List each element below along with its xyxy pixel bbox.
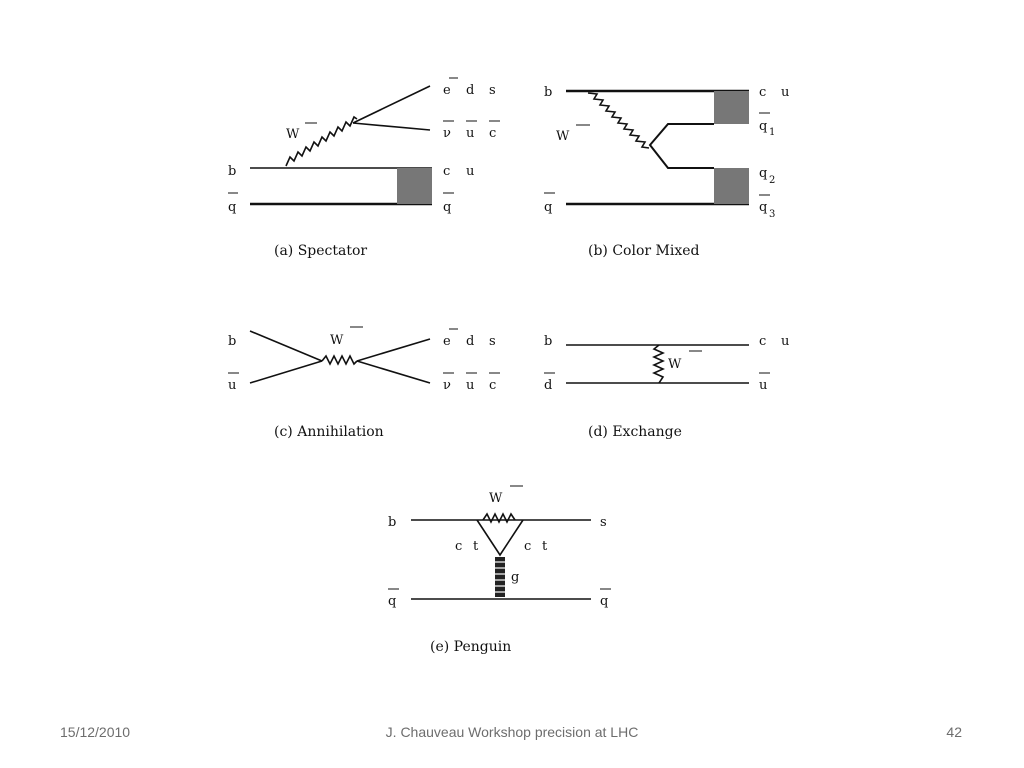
lepton-label: e — [443, 83, 451, 98]
diagram-caption: (d) Exchange — [588, 424, 682, 440]
incoming-quark-label: b — [228, 334, 236, 349]
w-boson-line — [587, 92, 650, 149]
boson-label: W — [668, 357, 682, 372]
incoming-antiquark-label: q — [544, 200, 552, 215]
loop-quark-label: c — [455, 539, 462, 554]
outgoing-quark-label: s — [600, 515, 607, 530]
incoming-antiquark-label: q — [388, 594, 396, 609]
diagram-e-penguin: W b q s q c t c t g (e) Penguin — [388, 485, 611, 655]
loop-quark-label: t — [542, 539, 548, 554]
incoming-quark-label: b — [228, 164, 236, 179]
outgoing-antiquark-label: q — [600, 594, 608, 609]
hadron-block — [714, 168, 749, 204]
antiquark-label: u — [759, 378, 767, 393]
antiquark-label: u — [466, 126, 474, 141]
gluon-label: g — [511, 570, 519, 585]
boson-label: W — [286, 127, 300, 142]
incoming-antiquark-label: d — [544, 378, 552, 393]
antiquark-label: q — [443, 200, 451, 215]
diagram-d-exchange: W b d c u u (d) Exchange — [544, 334, 789, 440]
diagram-caption: (e) Penguin — [430, 639, 511, 655]
incoming-antiquark-label: q — [228, 200, 236, 215]
q2-subscript: 2 — [769, 175, 775, 186]
q3-label: q — [759, 200, 767, 215]
incoming-quark-label: b — [544, 85, 552, 100]
quark-label: c — [759, 334, 766, 349]
footer-page-number: 42 — [946, 724, 962, 740]
loop-quark-label: c — [524, 539, 531, 554]
quark-label: s — [489, 334, 496, 349]
q3-subscript: 3 — [769, 209, 775, 220]
incoming-antiquark-label: u — [228, 378, 236, 393]
boson-label: W — [556, 129, 570, 144]
antiquark-label: u — [466, 378, 474, 393]
incoming-quark-label: b — [544, 334, 552, 349]
neutrino-label: ν — [443, 126, 451, 141]
boson-label: W — [330, 333, 344, 348]
diagram-a-spectator: W b q e d s ν u c c u q (a) Spectator — [228, 77, 500, 259]
quark-label: u — [781, 334, 789, 349]
incoming-quark-label: b — [388, 515, 396, 530]
diagram-c-annihilation: W b u e d s ν u c (c) Annihilation — [228, 326, 500, 440]
w-boson-line — [482, 512, 516, 524]
lepton-label: e — [443, 334, 451, 349]
boson-label: W — [489, 491, 503, 506]
diagram-caption: (b) Color Mixed — [588, 243, 700, 259]
antiquark-label: c — [489, 378, 496, 393]
w-boson-line — [321, 354, 358, 366]
footer-date: 15/12/2010 — [60, 724, 131, 740]
antiquark-label: c — [489, 126, 496, 141]
hadron-block — [397, 168, 432, 204]
neutrino-label: ν — [443, 378, 451, 393]
quark-label: u — [466, 164, 474, 179]
penguin-loop — [476, 519, 524, 557]
q1-label: q — [759, 119, 767, 134]
quark-label: u — [781, 85, 789, 100]
q1-subscript: 1 — [769, 127, 775, 138]
diagram-caption: (a) Spectator — [274, 243, 367, 259]
quark-label: d — [466, 83, 474, 98]
footer-title: J. Chauveau Workshop precision at LHC — [385, 724, 639, 740]
quark-label: s — [489, 83, 496, 98]
gluon-line — [495, 557, 505, 597]
diagram-caption: (c) Annihilation — [274, 424, 384, 440]
quark-label: c — [443, 164, 450, 179]
hadron-block — [714, 91, 749, 124]
diagram-b-color-mixed: W b q c u q 1 q 2 q 3 (b) Color Mixed — [544, 85, 789, 259]
w-boson-line — [652, 344, 665, 384]
quark-label: d — [466, 334, 474, 349]
quark-label: c — [759, 85, 766, 100]
loop-quark-label: t — [473, 539, 479, 554]
w-boson-line — [285, 115, 358, 167]
q2-label: q — [759, 166, 767, 181]
